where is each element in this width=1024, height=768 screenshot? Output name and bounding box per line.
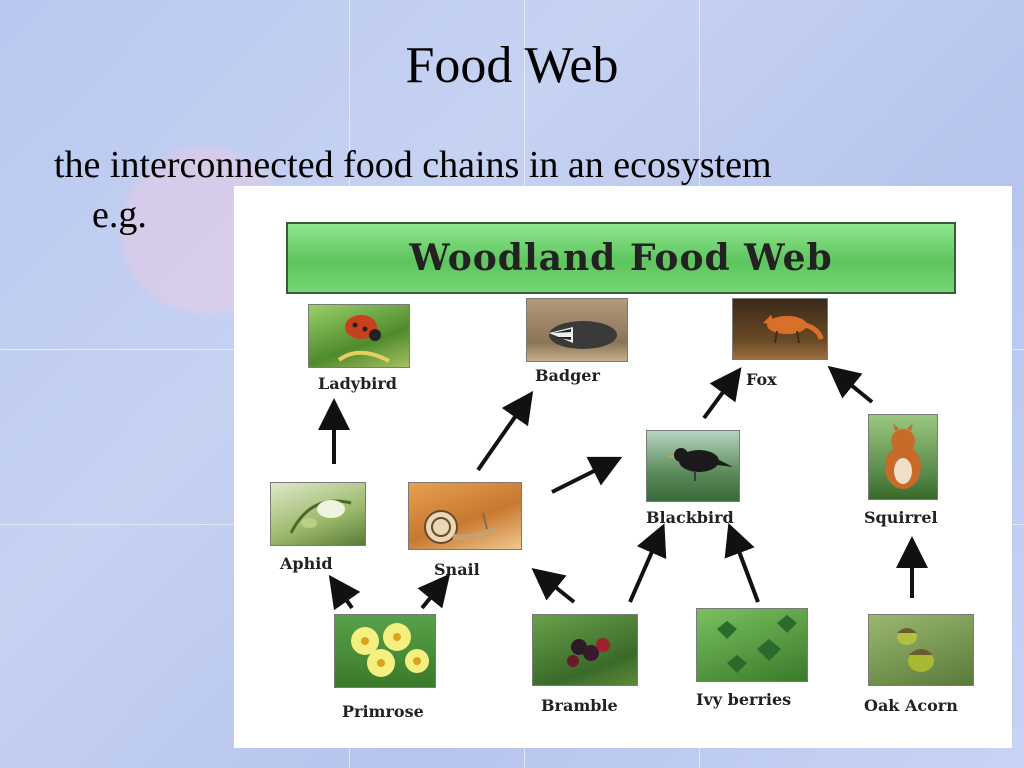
definition-text: the interconnected food chains in an eco… [54,140,954,240]
definition-line-2: e.g. [92,194,147,236]
arrow-bramble-to-blackbird [628,523,667,603]
arrow-bramble-to-snail [531,568,576,604]
blackbird-icon [668,448,733,481]
badger-label: Badger [535,366,600,385]
acorn-icon [897,628,934,672]
arrow-primrose-to-snail [417,573,451,610]
badger-photo [526,298,628,362]
food-web-arrows [318,365,928,611]
ladybird-label: Ladybird [318,374,397,393]
aphid-photo [270,482,366,546]
arrow-snail-to-blackbird [551,456,623,494]
snail-photo [408,482,522,550]
ivy-berries-photo [696,608,808,682]
blackbird-label: Blackbird [646,508,734,527]
badger-icon [549,321,617,349]
diagram-banner: Woodland Food Web [286,222,956,294]
bramble-photo [532,614,638,686]
arrow-squirrel-to-fox [827,365,874,404]
blackbird-photo [646,430,740,502]
fox-label: Fox [746,370,777,389]
primrose-photo [334,614,436,688]
ivy-icon [717,615,797,673]
squirrel-icon [885,423,921,489]
bramble-label: Bramble [541,696,618,715]
snail-icon [424,510,497,544]
squirrel-label: Squirrel [864,508,938,527]
arrow-blackbird-to-fox [702,367,742,420]
arrow-ivy-to-blackbird [724,523,760,603]
arrow-snail-to-badger [476,390,534,472]
aphid-label: Aphid [280,554,333,573]
fox-photo [732,298,828,360]
arrow-primrose-to-aphid [328,574,361,611]
oak-acorn-label: Oak Acorn [864,696,958,715]
food-web-diagram: Woodland Food Web Ladybird Badger Fox [234,186,1012,748]
squirrel-photo [868,414,938,500]
oak-acorn-photo [868,614,974,686]
primrose-icon [351,623,429,677]
fox-icon [763,315,824,344]
definition-line-1: the interconnected food chains in an eco… [54,144,772,186]
ivy-berries-label: Ivy berries [696,690,792,709]
slide-title: Food Web [405,37,619,94]
primrose-label: Primrose [342,702,424,721]
aphid-icon [289,499,352,534]
ladybird-photo [308,304,410,368]
bramble-icon [567,638,610,667]
ladybird-icon [337,315,390,363]
